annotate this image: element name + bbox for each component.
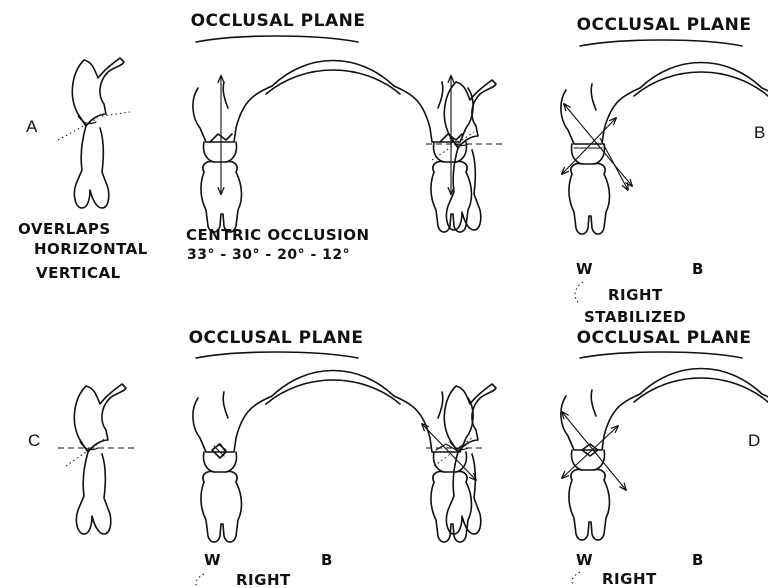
panel-d-pointer <box>572 572 580 586</box>
panel-d-arch-teeth <box>561 369 768 541</box>
panel-c-plane-curve <box>196 352 358 358</box>
centric-occlusion-label: CENTRIC OCCLUSION <box>186 226 370 244</box>
panel-d-balancing-label: B <box>692 551 704 569</box>
panel-b-side-label: RIGHT <box>608 286 663 304</box>
panel-c-arch-teeth <box>193 371 476 543</box>
panel-d-title: OCCLUSAL PLANE <box>577 328 752 348</box>
panel-d-plane-curve <box>580 352 742 358</box>
panel-a-arch-teeth <box>193 61 473 233</box>
panel-b-plane-curve <box>580 40 742 46</box>
panel-c-title: OCCLUSAL PLANE <box>189 328 364 348</box>
overlaps-label: OVERLAPS <box>18 220 111 238</box>
panel-d: OCCLUSAL PLANE D W B RIGHT <box>426 328 768 588</box>
panel-c-balancing-label: B <box>321 551 333 569</box>
panel-c-letter: C <box>28 431 40 450</box>
panel-b-title: OCCLUSAL PLANE <box>577 15 752 35</box>
panel-c-working-label: W <box>204 551 221 569</box>
panel-d-letter: D <box>748 431 760 450</box>
panel-c-profile-teeth <box>58 384 134 534</box>
panel-a: OCCLUSAL PLANE A OVERLAPS HORIZONTAL VER… <box>18 11 473 282</box>
panel-b: OCCLUSAL PLANE B W B RIGHT STABILIZED <box>426 15 768 326</box>
panel-a-plane-curve <box>196 36 358 42</box>
vertical-label: VERTICAL <box>36 264 121 282</box>
occlusion-angles-label: 33° - 30° - 20° - 12° <box>187 247 350 263</box>
panel-b-state-label: STABILIZED <box>584 308 686 326</box>
horizontal-label: HORIZONTAL <box>34 240 148 258</box>
panel-b-profile-teeth <box>426 80 506 230</box>
panel-c-pointer <box>196 574 204 588</box>
panel-d-working-label: W <box>576 551 593 569</box>
panel-b-pointer <box>575 282 583 304</box>
panel-c: OCCLUSAL PLANE C W B RIGHT <box>28 328 476 588</box>
panel-a-profile-teeth <box>58 58 130 208</box>
panel-b-working-label: W <box>576 260 593 278</box>
panel-b-balancing-label: B <box>692 260 704 278</box>
panel-d-side-label: RIGHT <box>602 570 657 588</box>
panel-a-letter: A <box>26 117 38 136</box>
panel-a-title: OCCLUSAL PLANE <box>191 11 366 31</box>
panel-b-arch-teeth <box>561 63 768 235</box>
panel-c-side-label: RIGHT <box>236 571 291 588</box>
panel-b-letter: B <box>754 123 765 142</box>
panel-d-profile-teeth <box>426 384 496 534</box>
